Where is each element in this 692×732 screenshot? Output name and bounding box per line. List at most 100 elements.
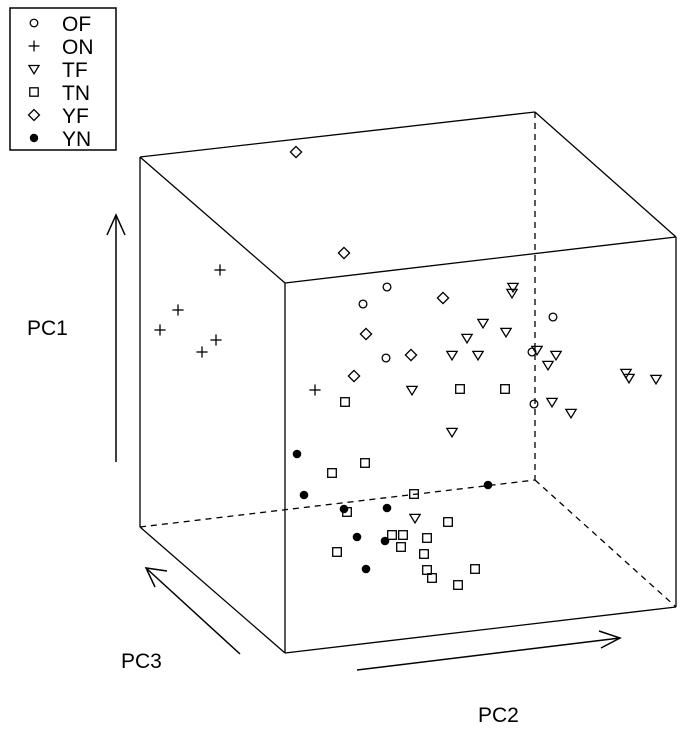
box-edge	[139, 156, 286, 284]
point-tf	[530, 345, 544, 357]
point-yn	[483, 480, 493, 490]
pc2-axis-label: PC2	[478, 704, 519, 727]
legend-box	[9, 7, 117, 151]
legend-marker-tn	[29, 87, 39, 97]
legend-label-yn: YN	[62, 128, 91, 151]
point-tn	[387, 530, 397, 540]
point-tn	[443, 517, 453, 527]
point-on	[210, 334, 222, 346]
bounding-box	[139, 111, 677, 654]
legend-item-on: ON	[28, 36, 94, 59]
point-tf	[460, 333, 474, 345]
point-tf	[541, 360, 555, 372]
point-tn	[409, 489, 419, 499]
legend-marker-yn	[29, 133, 39, 143]
point-yf	[289, 145, 303, 159]
point-of	[382, 282, 392, 292]
point-tn	[360, 458, 370, 468]
legend-item-tf: TF	[27, 59, 88, 82]
point-of	[358, 299, 368, 309]
point-yf	[359, 327, 373, 341]
box-edge-hidden	[139, 479, 536, 528]
pc1-axis-label: PC1	[27, 317, 68, 340]
point-tf	[476, 318, 490, 330]
point-tf	[471, 350, 485, 362]
point-of	[548, 312, 558, 322]
point-on	[154, 324, 166, 336]
data-points	[154, 145, 663, 590]
point-yf	[436, 291, 450, 305]
legend-label-on: ON	[62, 36, 94, 59]
point-on	[196, 346, 208, 358]
pc3-arrow	[144, 567, 241, 655]
point-yf	[404, 348, 418, 362]
point-on	[214, 264, 226, 276]
point-tn	[470, 564, 480, 574]
legend-label-tn: TN	[62, 82, 90, 105]
point-tf	[405, 385, 419, 397]
point-tn	[500, 384, 510, 394]
point-tf	[649, 374, 663, 386]
box-edge	[284, 236, 677, 284]
series-yf	[289, 145, 450, 383]
point-yn	[292, 449, 302, 459]
point-tf	[545, 397, 559, 409]
point-yn	[339, 504, 349, 514]
legend-label-tf: TF	[62, 59, 88, 82]
point-tn	[327, 468, 337, 478]
point-yn	[352, 532, 362, 542]
axis-arrows	[106, 213, 622, 671]
legend-item-tn: TN	[29, 82, 90, 105]
box-edge	[139, 526, 286, 654]
point-yn	[361, 564, 371, 574]
point-tf	[619, 368, 633, 380]
point-yf	[337, 246, 351, 260]
series-tn	[327, 384, 510, 590]
point-tf	[445, 427, 459, 439]
point-tf	[505, 288, 519, 300]
point-tn	[422, 565, 432, 575]
point-tf	[622, 373, 636, 385]
legend-item-yf: YF	[27, 105, 89, 128]
point-tf	[564, 408, 578, 420]
point-tn	[396, 542, 406, 552]
point-tf	[445, 350, 459, 362]
box-edge	[284, 606, 677, 654]
legend-item-of: OF	[29, 13, 91, 36]
legend-marker-tf	[27, 64, 41, 76]
series-yn	[292, 449, 493, 574]
legend-item-yn: YN	[29, 128, 91, 151]
legend-marker-on	[28, 40, 40, 52]
point-tn	[453, 580, 463, 590]
point-on	[309, 384, 321, 396]
point-tn	[340, 397, 350, 407]
point-tn	[332, 547, 342, 557]
legend-marker-yf	[27, 108, 41, 122]
point-tn	[427, 573, 437, 583]
series-of	[358, 282, 558, 409]
legend-label-of: OF	[62, 13, 91, 36]
point-on	[172, 304, 184, 316]
point-tf	[499, 327, 513, 339]
point-of	[381, 353, 391, 363]
point-yn	[299, 490, 309, 500]
legend-marker-of	[29, 18, 39, 28]
point-tn	[422, 533, 432, 543]
point-tf	[506, 282, 520, 294]
point-tn	[398, 530, 408, 540]
box-edge	[139, 111, 536, 158]
point-tf	[549, 350, 563, 362]
legend-label-yf: YF	[62, 105, 89, 128]
point-tn	[455, 384, 465, 394]
box-edge-hidden	[534, 479, 677, 608]
pc2-arrow	[356, 630, 622, 671]
point-tf	[408, 513, 422, 525]
point-yn	[382, 503, 392, 513]
series-tf	[405, 282, 663, 525]
series-on	[154, 264, 321, 396]
point-yn	[380, 536, 390, 546]
box-edge	[534, 111, 677, 238]
point-of	[529, 399, 539, 409]
